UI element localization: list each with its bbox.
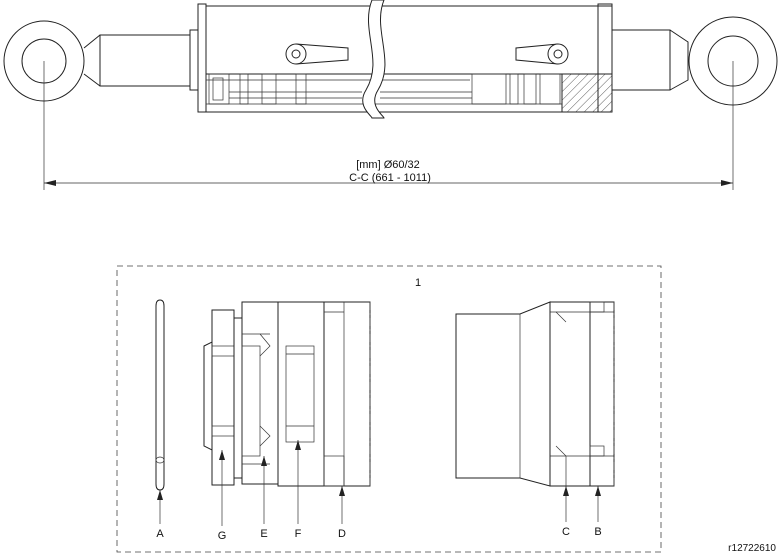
leader-a: A (156, 490, 164, 540)
svg-text:G: G (218, 530, 227, 542)
left-rod-end (99, 34, 191, 87)
svg-text:A: A (156, 528, 164, 540)
leader-c: C (562, 486, 570, 538)
gland-component (455, 301, 615, 487)
leader-g: G (218, 450, 227, 542)
svg-text:E: E (260, 528, 267, 540)
svg-text:B: B (594, 526, 601, 538)
svg-text:C: C (562, 526, 570, 538)
svg-text:F: F (295, 528, 302, 540)
cylinder-assembly (3, 0, 778, 119)
break-mark (362, 0, 386, 119)
kit-number-label: 1 (415, 277, 421, 289)
part-a-oring (155, 299, 165, 491)
left-port (285, 43, 349, 65)
seal-kit-panel: 1 (116, 265, 662, 553)
cylinder-tube (197, 3, 613, 113)
leader-f: F (295, 440, 302, 540)
piston-component (203, 301, 371, 487)
svg-text:D: D (338, 528, 346, 540)
right-port (515, 43, 569, 65)
leader-b: B (594, 486, 602, 538)
leader-d: D (338, 486, 346, 540)
hatched-section (561, 73, 613, 113)
bore-rod-diameter-text: [mm] Ø60/32 (356, 159, 420, 171)
center-distance-text: C-C (661 - 1011) (349, 172, 431, 184)
drawing-reference-number: r12722610 (728, 543, 776, 554)
right-rod-end (611, 29, 671, 91)
leader-e: E (260, 456, 268, 540)
center-distance-dimension: [mm] Ø60/32 C-C (661 - 1011) (43, 61, 734, 190)
